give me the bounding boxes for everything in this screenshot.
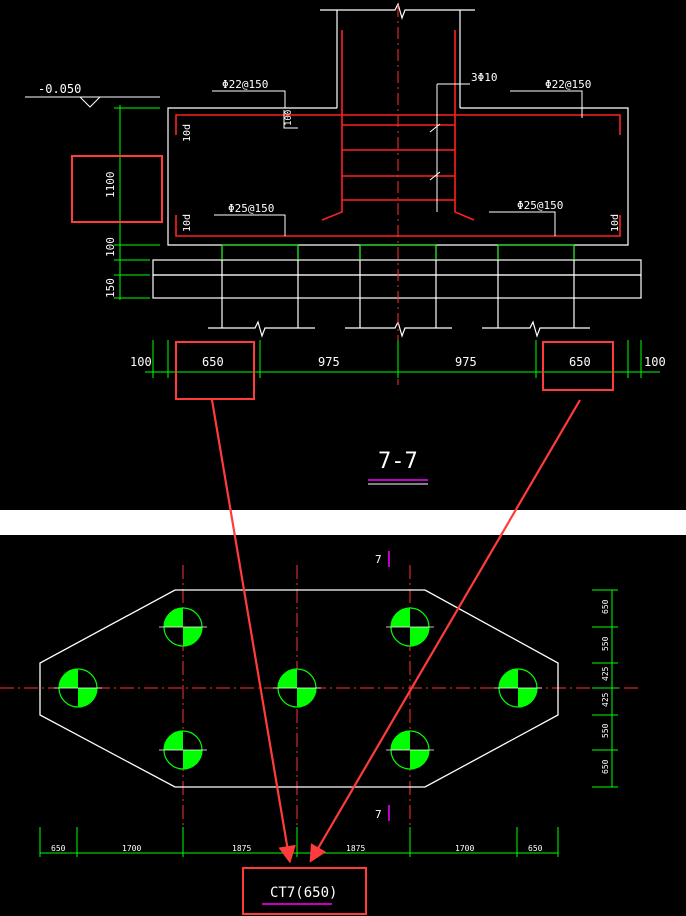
pile-cap-outline [152, 107, 642, 299]
plan-dim-bottom-4: 1875 [346, 844, 365, 853]
stirrup-label: 3Φ10 [471, 71, 498, 84]
pile-symbol [273, 668, 321, 708]
plan-dim-bottom-2: 1700 [122, 844, 141, 853]
pile-symbol [159, 607, 207, 647]
plan-dim-right-label: 425 [601, 692, 610, 707]
section-mark-top: 7 [375, 553, 382, 566]
section-mark-bottom: 7 [375, 808, 382, 821]
horizontal-dimension-lines [145, 340, 660, 378]
dim-horizontal-6: 100 [644, 355, 666, 369]
highlight-box-height [71, 155, 163, 223]
dim-horizontal-5: 650 [569, 355, 591, 369]
plan-drawing: 7 7 650 550 425 425 550 650 650 1700 1875 187… [0, 551, 640, 915]
elevation-label: -0.050 [38, 82, 81, 96]
dim-horizontal-3: 975 [318, 355, 340, 369]
rebar-label-bottom-left: Φ25@150 [228, 202, 274, 215]
dim-horizontal-4: 975 [455, 355, 477, 369]
plan-dim-bottom-5: 1700 [455, 844, 474, 853]
dim-horizontal-1: 100 [130, 355, 152, 369]
pile-tops [221, 244, 575, 260]
plan-dim-right-label: 550 [601, 723, 610, 738]
leader-lines [212, 83, 583, 236]
section-view-panel: -0.050 Φ22@150 3Φ10 Φ22@150 Φ25@150 Φ25@… [0, 0, 686, 510]
column-outline [320, 2, 475, 108]
elevation-marker [25, 96, 160, 108]
plan-dim-right-label: 650 [601, 759, 610, 774]
pile-symbol [386, 730, 434, 770]
section-drawing: -0.050 Φ22@150 3Φ10 Φ22@150 Φ25@150 Φ25@… [25, 2, 666, 485]
plan-dim-right-label: 425 [601, 666, 610, 681]
rebar-label-top-left: Φ22@150 [222, 78, 268, 91]
dim-vertical-150: 150 [104, 278, 117, 298]
pile-symbol [159, 730, 207, 770]
rebar-label-top-right: Φ22@150 [545, 78, 591, 91]
plan-right-dimension-labels: 650 550 425 425 550 650 [601, 599, 610, 774]
plan-dim-right-label: 650 [601, 599, 610, 614]
anchor-label-bottom-right: 10d [610, 214, 621, 232]
dim-vertical-100: 100 [104, 237, 117, 257]
plan-right-dimension-lines [592, 589, 618, 788]
piles [208, 245, 590, 338]
dim-vertical-1100: 1100 [104, 172, 117, 199]
rebar-label-bottom-right: Φ25@150 [517, 199, 563, 212]
plan-view-panel: 7 7 650 550 425 425 550 650 650 1700 1875 187… [0, 535, 686, 916]
lap-label: 100 [284, 110, 294, 126]
pile-cap-label: CT7(650) [270, 885, 337, 901]
highlight-box-label [242, 867, 367, 915]
plan-bottom-dimension-lines [39, 827, 559, 857]
plan-dim-right-label: 550 [601, 636, 610, 651]
anchor-label-bottom-left: 10d [182, 214, 193, 232]
plan-dim-bottom-1: 650 [51, 844, 66, 853]
vertical-dimension-lines [114, 105, 160, 300]
plan-axes [0, 565, 640, 855]
pile-symbol [54, 668, 102, 708]
plan-dim-bottom-3: 1875 [232, 844, 251, 853]
highlight-box-right-650 [542, 341, 614, 391]
dim-horizontal-2: 650 [202, 355, 224, 369]
highlight-box-left-650 [175, 341, 255, 400]
anchor-label-top-left: 10d [182, 124, 193, 142]
pile-symbol [494, 668, 542, 708]
section-title: 7-7 [378, 449, 418, 474]
plan-dim-bottom-6: 650 [528, 844, 543, 853]
pile-symbol [386, 607, 434, 647]
